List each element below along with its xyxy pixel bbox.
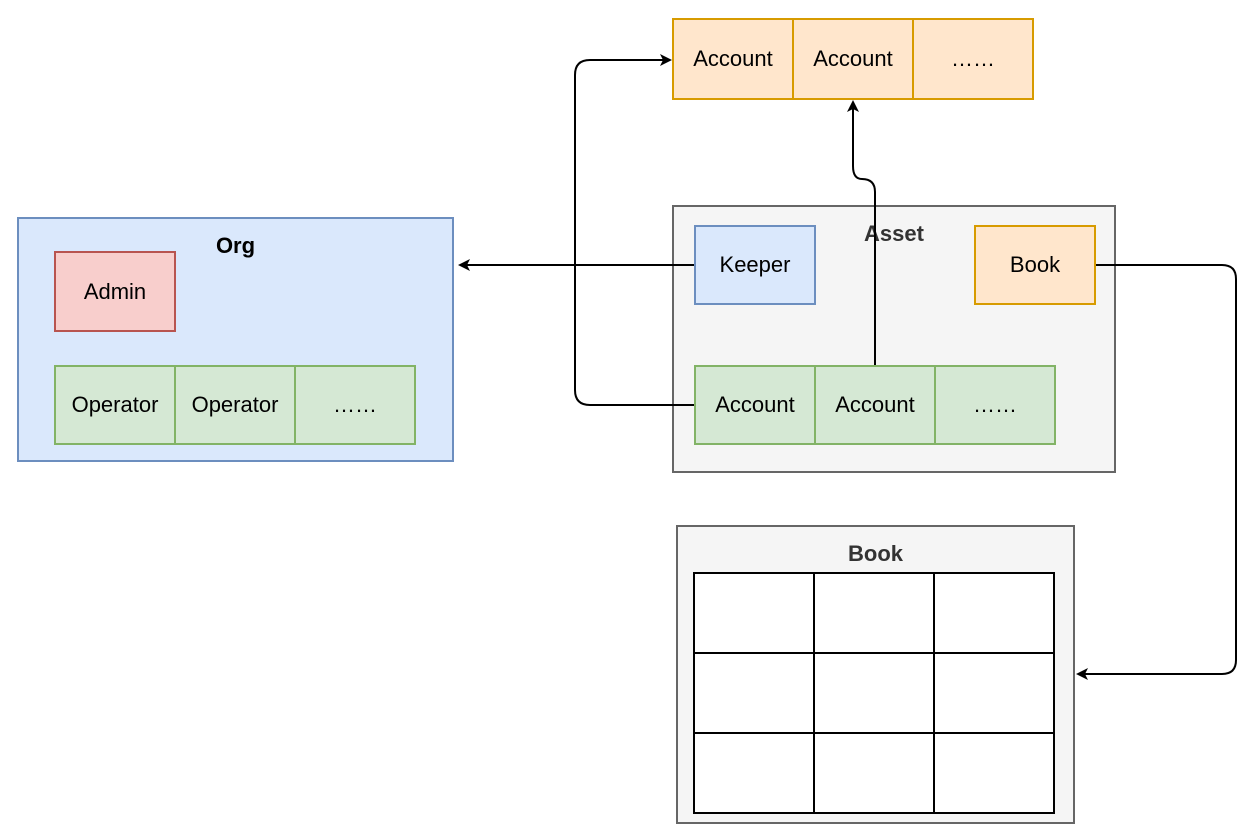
top-account-cell: Account (672, 18, 794, 100)
book-table-row (695, 734, 1053, 812)
book-table-cell (695, 574, 815, 654)
asset-book-box: Book (974, 225, 1096, 305)
keeper-box: Keeper (694, 225, 816, 305)
book-title: Book (848, 541, 903, 566)
book-table-cell (935, 734, 1053, 812)
admin-box: Admin (54, 251, 176, 332)
operator-ellipsis-cell: …… (294, 365, 416, 445)
org-title: Org (215, 233, 256, 258)
book-table-cell (935, 654, 1053, 734)
top-account-cell: Account (792, 18, 914, 100)
operator-cell: Operator (174, 365, 296, 445)
operator-cell: Operator (54, 365, 176, 445)
book-table-cell (935, 574, 1053, 654)
book-table-cell (815, 574, 935, 654)
asset-account-cell: Account (694, 365, 816, 445)
book-table-cell (815, 734, 935, 812)
book-table-row (695, 574, 1053, 654)
book-table-row (695, 654, 1053, 734)
book-table-cell (815, 654, 935, 734)
book-table (693, 572, 1055, 814)
asset-account-cell: Account (814, 365, 936, 445)
asset-account-ellipsis-cell: …… (934, 365, 1056, 445)
top-account-ellipsis-cell: …… (912, 18, 1034, 100)
book-table-cell (695, 654, 815, 734)
book-table-cell (695, 734, 815, 812)
